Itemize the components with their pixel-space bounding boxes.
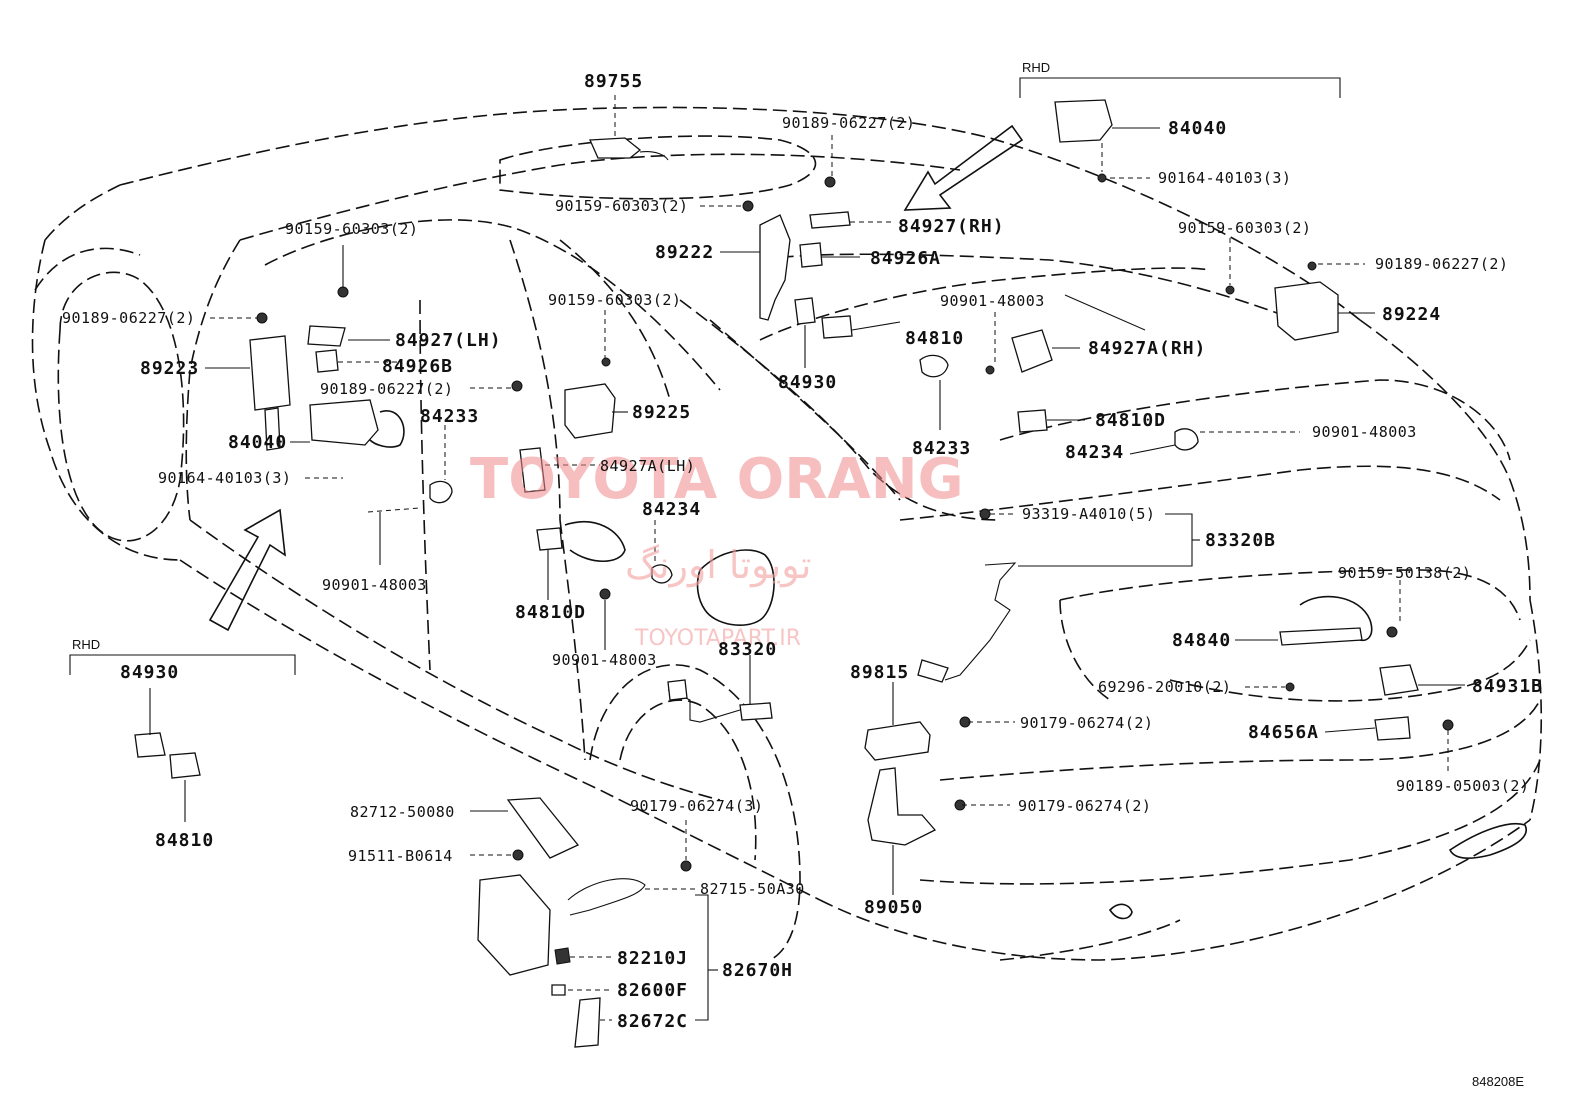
- rhd-bracket-top: RHD: [1019, 60, 1341, 98]
- view-arrows: [208, 124, 1024, 632]
- car-body-outline: [31, 106, 1542, 961]
- part-84840: 84840: [1172, 630, 1231, 651]
- part-84234-right: 84234: [1065, 442, 1124, 463]
- rhd-label-top: RHD: [1022, 60, 1050, 75]
- part-90164-40103-left: 90164-40103(3): [158, 469, 291, 487]
- part-89222: 89222: [655, 242, 714, 263]
- part-90179-06274-a: 90179-06274(2): [1020, 714, 1153, 732]
- part-84930-center: 84930: [778, 372, 837, 393]
- part-84931b: 84931B: [1472, 676, 1543, 697]
- part-84930-rhd: 84930: [120, 662, 179, 683]
- watermark-main: TOYOTA ORANG: [470, 447, 964, 512]
- part-89223: 89223: [140, 358, 199, 379]
- part-90901-48003-left: 90901-48003: [322, 576, 427, 594]
- part-83320b: 83320B: [1205, 530, 1276, 551]
- part-90179-06274-b: 90179-06274(2): [1018, 797, 1151, 815]
- part-91511-b0614: 91511-B0614: [348, 847, 453, 865]
- watermark: TOYOTA ORANG تویوتا اورنگ TOYOTAPART.IR: [470, 447, 964, 651]
- part-shapes: [134, 99, 1454, 1048]
- part-84810d-left: 84810D: [515, 602, 586, 623]
- part-82600f: 82600F: [617, 980, 688, 1001]
- part-84810d-right: 84810D: [1095, 410, 1166, 431]
- part-82712-50080: 82712-50080: [350, 803, 455, 821]
- part-90159-60303-top: 90159-60303(2): [555, 197, 688, 215]
- rhd-bracket-left: RHD: [69, 637, 296, 675]
- part-90189-05003: 90189-05003(2): [1396, 777, 1529, 795]
- part-90164-40103-right: 90164-40103(3): [1158, 169, 1291, 187]
- part-82670h: 82670H: [722, 960, 793, 981]
- part-82672c: 82672C: [617, 1011, 688, 1032]
- watermark-url: TOYOTAPART.IR: [634, 626, 801, 651]
- part-89755: 89755: [584, 71, 643, 92]
- leader-lines: [149, 95, 1465, 1021]
- part-84656a: 84656A: [1248, 722, 1319, 743]
- part-93319-a4010: 93319-A4010(5): [1022, 505, 1155, 523]
- part-69296-20010: 69296-20010(2): [1098, 678, 1231, 696]
- part-90159-60303-mid: 90159-60303(2): [548, 291, 681, 309]
- part-90189-06227-top: 90189-06227(2): [782, 114, 915, 132]
- rhd-label-left: RHD: [72, 637, 100, 652]
- part-82715-50a30: 82715-50A30: [700, 880, 805, 898]
- part-84233-left: 84233: [420, 406, 479, 427]
- part-82210j: 82210J: [617, 948, 688, 969]
- part-90159-60303-right: 90159-60303(2): [1178, 219, 1311, 237]
- part-90901-48003-right: 90901-48003: [1312, 423, 1417, 441]
- part-89224: 89224: [1382, 304, 1441, 325]
- part-84233-center: 84233: [912, 438, 971, 459]
- part-84040-right: 84040: [1168, 118, 1227, 139]
- part-labels: 89755 90189-06227(2) 90159-60303(2) 8492…: [62, 71, 1543, 1089]
- part-83320: 83320: [718, 639, 777, 660]
- part-84927-lh: 84927(LH): [395, 330, 502, 351]
- part-84927a-lh: 84927A(LH): [600, 457, 695, 475]
- part-90179-06274-3: 90179-06274(3): [630, 797, 763, 815]
- part-90189-06227-right: 90189-06227(2): [1375, 255, 1508, 273]
- part-90901-48003-top: 90901-48003: [940, 292, 1045, 310]
- part-84927a-rh: 84927A(RH): [1088, 338, 1206, 359]
- part-84810-rhd: 84810: [155, 830, 214, 851]
- part-90159-50138: 90159-50138(2): [1338, 564, 1471, 582]
- part-89815: 89815: [850, 662, 909, 683]
- part-84040-left: 84040: [228, 432, 287, 453]
- part-84927-rh: 84927(RH): [898, 216, 1005, 237]
- part-90159-60303-left: 90159-60303(2): [285, 220, 418, 238]
- part-84810-center: 84810: [905, 328, 964, 349]
- part-84926b: 84926B: [382, 356, 453, 377]
- part-89225: 89225: [632, 402, 691, 423]
- part-84926a: 84926A: [870, 248, 941, 269]
- part-84234-left: 84234: [642, 499, 701, 520]
- part-90189-06227-left: 90189-06227(2): [62, 309, 195, 327]
- part-90901-48003-mid: 90901-48003: [552, 651, 657, 669]
- diagram-code: 848208E: [1472, 1074, 1524, 1089]
- watermark-persian: تویوتا اورنگ: [625, 543, 812, 588]
- part-89050: 89050: [864, 897, 923, 918]
- part-90189-06227-mid: 90189-06227(2): [320, 380, 453, 398]
